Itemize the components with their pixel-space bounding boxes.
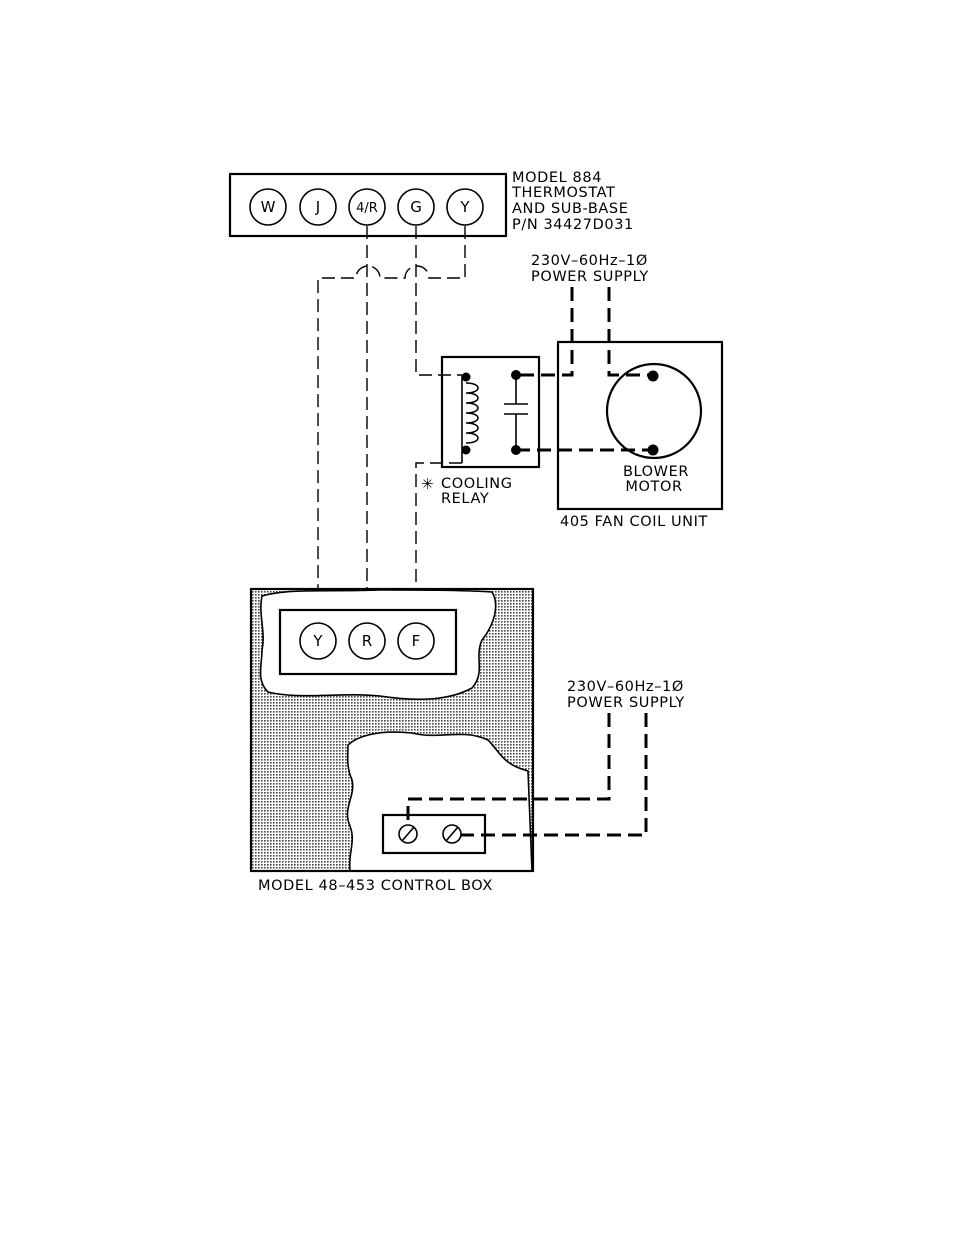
- fan-coil-unit-label: 405 FAN COIL UNIT: [560, 514, 708, 530]
- fan-power-wire-1: [516, 287, 572, 375]
- svg-text:P/N 34427D031: P/N 34427D031: [512, 217, 634, 233]
- svg-text:AND SUB-BASE: AND SUB-BASE: [512, 201, 628, 217]
- wire-g: [416, 226, 462, 375]
- terminal-label: R: [362, 632, 372, 650]
- fan-power-supply-label: 230V–60Hz–1Ø POWER SUPPLY: [531, 253, 649, 285]
- terminal-label: J: [315, 198, 320, 216]
- thermostat-terminal-y: Y: [447, 189, 483, 225]
- svg-text:MOTOR: MOTOR: [625, 479, 682, 495]
- svg-text:POWER SUPPLY: POWER SUPPLY: [531, 269, 649, 285]
- blower-motor-label: BLOWER MOTOR: [623, 464, 689, 495]
- capacitor-icon: [504, 370, 528, 455]
- thermostat-subbase: W J 4/R G Y MODEL 884 THERMOSTAT AND SUB…: [230, 170, 634, 236]
- cutaway-upper: [261, 590, 496, 699]
- motor-icon: [607, 364, 701, 458]
- svg-text:230V–60Hz–1Ø: 230V–60Hz–1Ø: [567, 679, 684, 695]
- thermostat-terminal-j: J: [300, 189, 336, 225]
- asterisk-icon: ✳: [421, 475, 434, 493]
- svg-text:POWER SUPPLY: POWER SUPPLY: [567, 695, 685, 711]
- svg-text:COOLING: COOLING: [441, 476, 513, 492]
- cooling-relay: ✳ COOLING RELAY: [421, 357, 539, 507]
- terminal-label: W: [261, 198, 276, 216]
- thermostat-terminal-4r: 4/R: [349, 189, 385, 225]
- relay-label: ✳ COOLING RELAY: [421, 475, 513, 507]
- relay-coil-icon: [462, 373, 479, 464]
- thermostat-terminal-w: W: [250, 189, 286, 225]
- control-power-supply-label: 230V–60Hz–1Ø POWER SUPPLY: [567, 679, 685, 711]
- svg-text:MODEL 884: MODEL 884: [512, 170, 602, 186]
- svg-text:THERMOSTAT: THERMOSTAT: [511, 185, 616, 201]
- terminal-label: G: [410, 198, 422, 216]
- control-box-label: MODEL 48–453 CONTROL BOX: [258, 878, 493, 894]
- fan-coil-unit: 230V–60Hz–1Ø POWER SUPPLY BLOWER MOTOR 4…: [516, 253, 722, 530]
- terminal-label: F: [412, 632, 421, 650]
- terminal-label: 4/R: [356, 201, 378, 216]
- thermostat-terminal-g: G: [398, 189, 434, 225]
- control-box: Y R F 230V–60Hz–1Ø POWER SUPPLY MODEL 48…: [251, 589, 685, 894]
- fan-power-wire-2: [609, 287, 653, 375]
- svg-text:RELAY: RELAY: [441, 491, 489, 507]
- terminal-label: Y: [312, 632, 323, 650]
- svg-text:BLOWER: BLOWER: [623, 464, 689, 480]
- svg-text:230V–60Hz–1Ø: 230V–60Hz–1Ø: [531, 253, 648, 269]
- thermostat-label: MODEL 884 THERMOSTAT AND SUB-BASE P/N 34…: [511, 170, 634, 233]
- terminal-label: Y: [459, 198, 470, 216]
